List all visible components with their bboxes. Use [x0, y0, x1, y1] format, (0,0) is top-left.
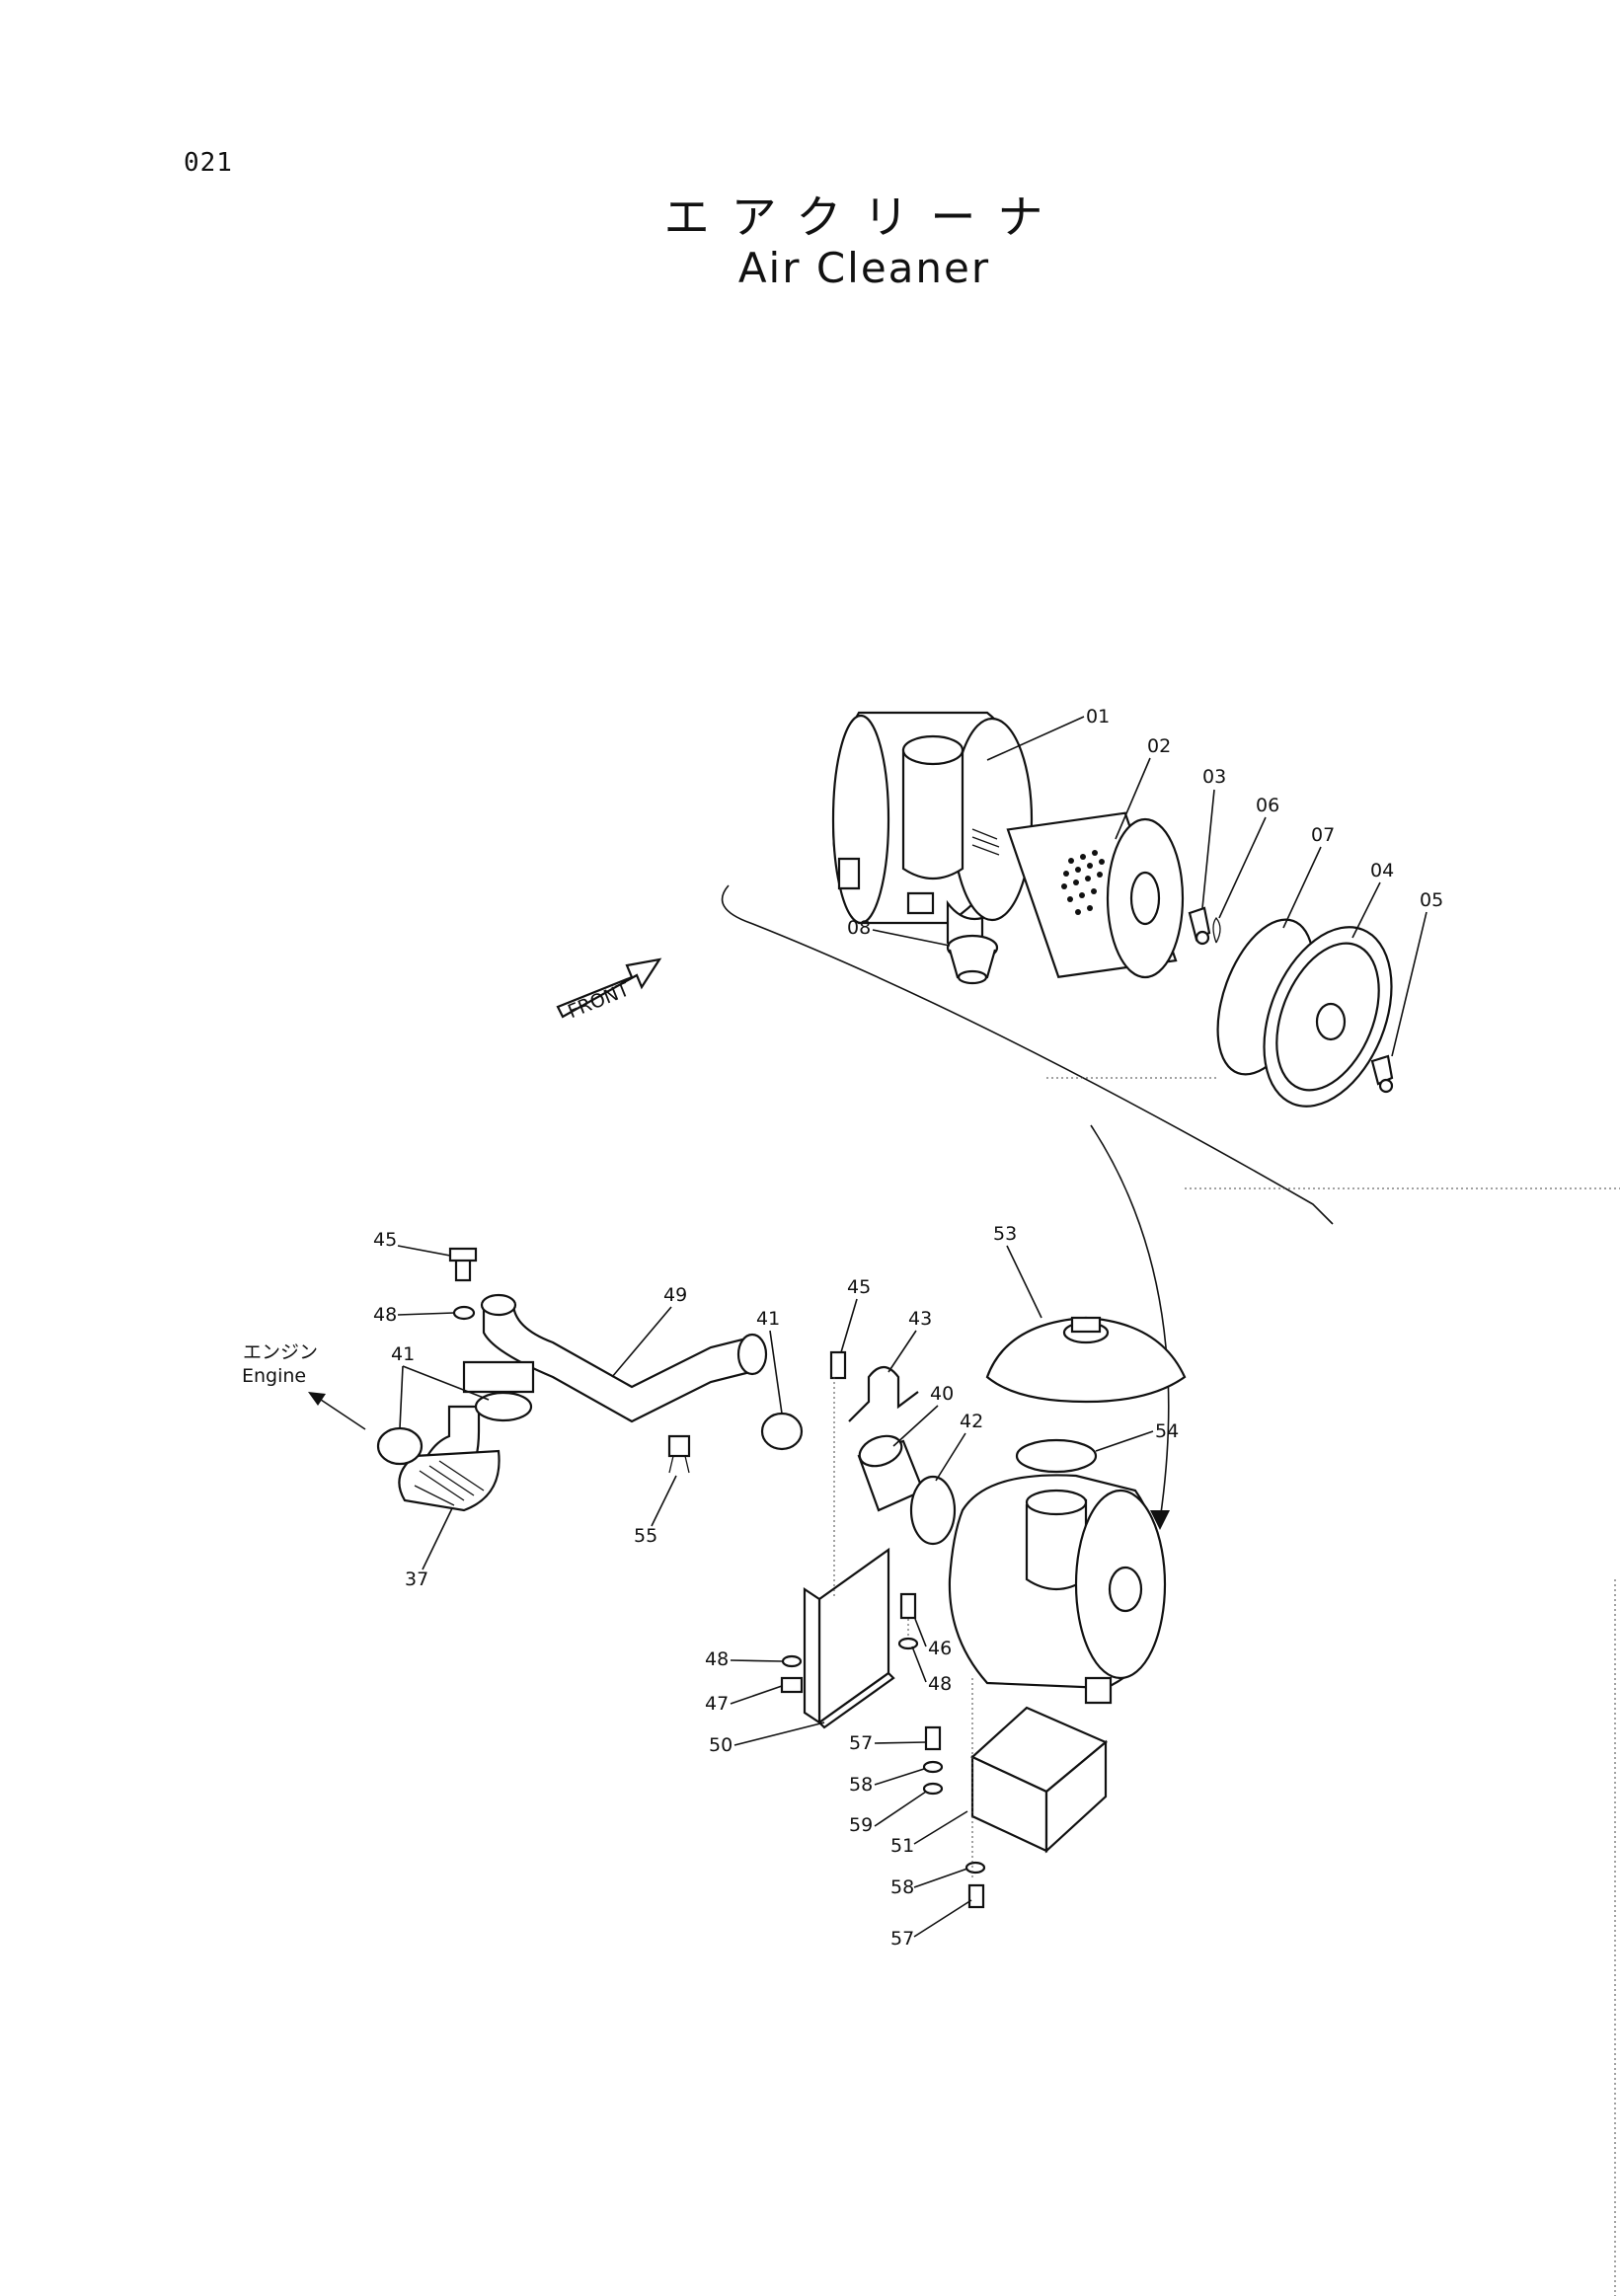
- detail-arrow-curve: [1090, 1124, 1170, 1521]
- bolt-45-right: [829, 1350, 847, 1380]
- callout-42: 42: [960, 1411, 983, 1432]
- detail-boundary-curve: [721, 884, 1334, 1225]
- engine-arrowhead: [308, 1392, 326, 1406]
- engine-direction-line: [320, 1399, 366, 1430]
- callout-05: 05: [1420, 889, 1443, 911]
- callout-58-upper: 58: [849, 1774, 873, 1796]
- callout-51: 51: [890, 1835, 914, 1857]
- callout-48-left: 48: [373, 1304, 397, 1326]
- elbow-hose-37: [398, 1405, 501, 1512]
- callout-03: 03: [1202, 766, 1226, 788]
- callout-45-left: 45: [373, 1229, 397, 1251]
- page-number: 021: [184, 148, 233, 178]
- callout-37: 37: [405, 1569, 428, 1590]
- washer-58-lower: [964, 1861, 986, 1875]
- callout-58-lower: 58: [890, 1876, 914, 1898]
- wing-nut-03: [1188, 906, 1211, 946]
- mounting-bracket-50: [803, 1547, 895, 1729]
- callout-47-label: 47: [705, 1693, 729, 1715]
- washer-59: [922, 1782, 944, 1796]
- bolt-45-left: [448, 1247, 478, 1282]
- hose-clamp-41-right: [760, 1412, 804, 1451]
- hose-clamp-42: [909, 1475, 957, 1546]
- wing-nut-05: [1370, 1054, 1394, 1094]
- callout-48-lower: 48: [705, 1648, 729, 1670]
- engine-label-japanese: エンジン: [243, 1341, 318, 1363]
- washer-48-left: [452, 1305, 476, 1321]
- callout-06: 06: [1256, 795, 1279, 816]
- filter-element-02: [1006, 811, 1185, 979]
- band-clamp-54: [1015, 1438, 1098, 1474]
- nut-47: [780, 1676, 804, 1694]
- front-label: FRONT: [565, 978, 633, 1023]
- bolt-57-upper: [924, 1725, 942, 1751]
- front-direction-arrow: FRONT: [556, 957, 662, 1023]
- housing-01: [831, 711, 1034, 951]
- washer-48-right: [897, 1637, 919, 1650]
- callout-41-right: 41: [756, 1308, 780, 1330]
- hose-clamp-41-left: [376, 1426, 424, 1466]
- callout-04: 04: [1370, 860, 1394, 881]
- callout-53: 53: [993, 1223, 1017, 1245]
- callout-40: 40: [930, 1383, 954, 1405]
- u-bracket-43: [848, 1365, 919, 1422]
- detail-arrowhead: [1150, 1510, 1170, 1530]
- engine-label: Engine: [242, 1365, 306, 1387]
- intake-pipe-49: [462, 1293, 768, 1423]
- callout-43: 43: [908, 1308, 932, 1330]
- callout-57-lower: 57: [890, 1928, 914, 1950]
- air-cleaner-housing-lower: [948, 1474, 1167, 1705]
- pre-cleaner-cap-53: [985, 1316, 1187, 1404]
- callout-02: 02: [1147, 735, 1171, 757]
- page-title-japanese: エアクリーナ: [663, 191, 1065, 244]
- cover-04: [1263, 926, 1393, 1108]
- lower-assembly: [308, 1247, 1187, 1909]
- dust-valve-08: [946, 934, 999, 985]
- callout-57-upper: 57: [849, 1732, 873, 1754]
- callout-54: 54: [1155, 1420, 1179, 1442]
- upper-air-cleaner-assembly: [831, 711, 1394, 1108]
- callout-49: 49: [663, 1284, 687, 1306]
- callout-59: 59: [849, 1814, 873, 1836]
- washer-58-upper: [922, 1760, 944, 1774]
- hose-hatching: [414, 1460, 485, 1506]
- bolt-46: [899, 1592, 917, 1620]
- mounting-bracket-51: [970, 1706, 1109, 1854]
- callout-08: 08: [847, 917, 871, 939]
- page-title: Air Cleaner: [737, 244, 991, 292]
- callout-55: 55: [634, 1525, 657, 1547]
- callout-45-right: 45: [847, 1276, 871, 1298]
- callouts: 01 02 03 06 07 04 05 08 53 54 45 48 49 4…: [373, 706, 1443, 1950]
- callout-46: 46: [928, 1638, 952, 1659]
- hose-adapter-40: [857, 1434, 925, 1512]
- clip-06: [1212, 916, 1221, 944]
- callout-41-left: 41: [391, 1343, 415, 1365]
- element-perforations: [1061, 850, 1105, 915]
- callout-50: 50: [709, 1734, 733, 1756]
- callout-01: 01: [1086, 706, 1110, 727]
- callout-07: 07: [1311, 824, 1335, 846]
- bolt-57-lower: [967, 1883, 985, 1909]
- washer-48-lower: [781, 1654, 803, 1668]
- callout-48-right: 48: [928, 1673, 952, 1695]
- hose-clamp-41-upper: [474, 1391, 533, 1422]
- sensor-55: [667, 1434, 691, 1474]
